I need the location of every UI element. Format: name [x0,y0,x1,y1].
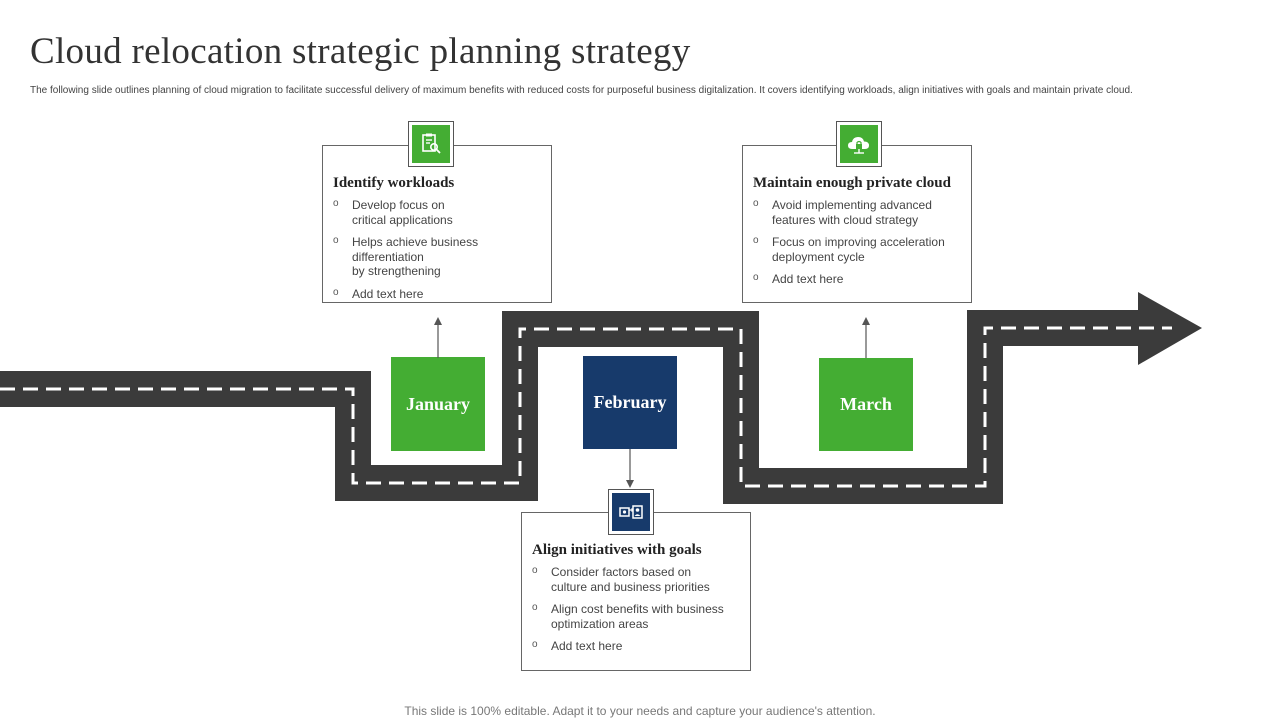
month-label: February [593,392,667,412]
list-item: Align cost benefits with business optimi… [532,601,750,631]
connector-arrow-up [862,317,870,358]
list-item: Add text here [753,271,971,287]
month-label: January [405,393,470,414]
card-title: Identify workloads [333,175,455,191]
list-item: Add text here [333,286,551,302]
list-item: Avoid implementing advanced features wit… [753,197,971,227]
cloud-lock-icon [836,121,882,167]
money-exchange-icon [608,489,654,535]
list-item: Focus on improving acceleration deployme… [753,234,971,264]
list-item: Add text here [532,638,750,654]
list-item: Develop focus on critical applications [333,197,551,227]
clipboard-search-icon [408,121,454,167]
card-list: Consider factors based on culture and bu… [522,564,750,654]
list-item: Consider factors based on culture and bu… [532,564,750,594]
card-title: Maintain enough private cloud [753,175,951,191]
month-label: March [840,394,892,414]
card-list: Develop focus on critical applications H… [323,197,551,302]
connector-arrow-up [434,317,442,358]
connector-arrow-down [626,449,634,488]
month-january: January [391,357,485,451]
card-title: Align initiatives with goals [532,542,702,558]
card-identify-workloads: Identify workloads Develop focus on crit… [322,145,552,303]
month-march: March [819,358,913,451]
slide-title: Cloud relocation strategic planning stra… [30,31,691,72]
slide-footer: This slide is 100% editable. Adapt it to… [404,704,876,718]
card-list: Avoid implementing advanced features wit… [743,197,971,287]
card-maintain-private-cloud: Maintain enough private cloud Avoid impl… [742,145,972,303]
slide-subtitle: The following slide outlines planning of… [30,85,1133,96]
list-item: Helps achieve business differentiation b… [333,234,551,279]
card-align-initiatives: Align initiatives with goals Consider fa… [521,512,751,671]
month-february: February [583,356,677,449]
